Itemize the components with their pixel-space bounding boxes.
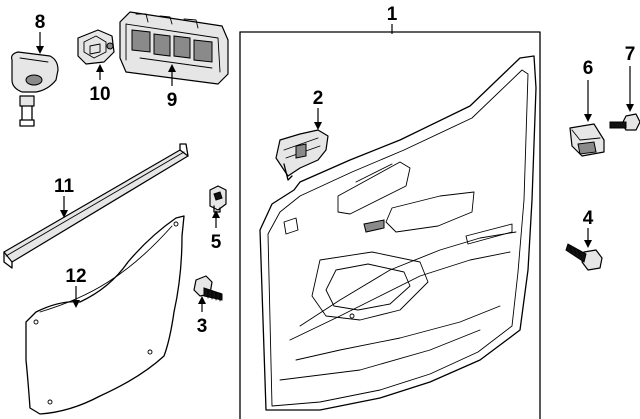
part-2-inside-handle[interactable] [275,129,329,181]
callout-3: 3 [197,316,208,337]
callout-12: 12 [65,266,86,287]
callout-6: 6 [583,58,594,79]
callout-labels: 1 2 3 4 5 6 7 8 9 10 11 12 [35,4,636,337]
part-6-bracket[interactable] [569,123,605,157]
callout-11: 11 [54,176,75,197]
callout-9: 9 [167,90,178,111]
part-9-window-switch[interactable] [119,11,229,85]
callout-5: 5 [211,232,222,253]
callout-10: 10 [89,84,110,105]
callout-1: 1 [387,4,398,25]
callout-4: 4 [583,208,594,229]
part-3-screw[interactable] [193,275,223,302]
part-8-mirror-switch-cover[interactable] [11,51,59,127]
leaders [36,24,634,312]
part-1-door-trim-panel[interactable] [239,31,541,419]
part-7-screw[interactable] [609,113,640,131]
part-4-bolt[interactable] [565,243,603,271]
callout-8: 8 [35,12,46,33]
part-10-switch[interactable] [77,29,115,65]
part-11-belt-weatherstrip[interactable] [3,143,189,269]
callout-7: 7 [625,44,636,65]
part-12-water-shield[interactable] [25,215,185,415]
part-5-clip[interactable] [209,185,227,213]
callout-2: 2 [313,88,324,109]
